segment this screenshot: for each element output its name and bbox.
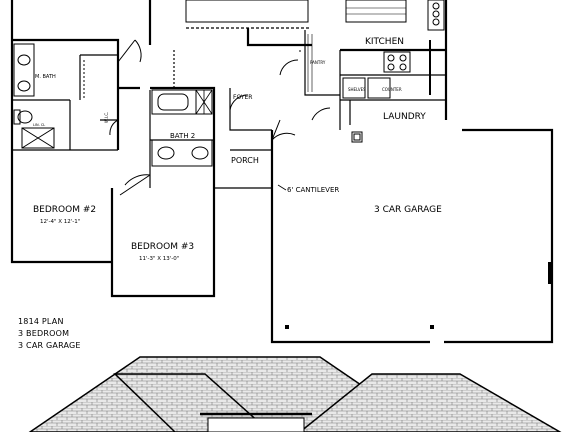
roof-gap bbox=[207, 417, 305, 432]
roof-right bbox=[298, 373, 562, 432]
mbath-label: M. BATH bbox=[35, 74, 56, 80]
bedroom2-size: 12'-4" X 12'-1" bbox=[40, 219, 80, 225]
bath2-label: BATH 2 bbox=[170, 132, 195, 140]
room-labels: KITCHEN PANTRY SHELVES COUNTER LAUNDRY F… bbox=[33, 37, 442, 262]
garage-posts bbox=[285, 262, 552, 329]
kitchen-label: KITCHEN bbox=[365, 37, 404, 47]
interior-walls bbox=[12, 27, 446, 189]
pantry-label: PANTRY bbox=[310, 60, 326, 65]
porch-label: PORCH bbox=[231, 156, 259, 165]
plan-note-2: 3 BEDROOM bbox=[18, 329, 69, 338]
bedroom3-name: BEDROOM #3 bbox=[131, 242, 194, 252]
counter-label: COUNTER bbox=[382, 87, 402, 92]
plan-notes: 1814 PLAN 3 BEDROOM 3 CAR GARAGE bbox=[18, 317, 81, 350]
shelves-label: SHELVES bbox=[348, 87, 366, 92]
cantilever-label: 6' CANTILEVER bbox=[287, 186, 339, 194]
linen-label: LIN. CL bbox=[33, 123, 45, 127]
bedroom3-size: 11'-3" X 13'-0" bbox=[139, 256, 179, 262]
roof-elevation bbox=[28, 356, 562, 432]
laundry-label: LAUNDRY bbox=[383, 112, 426, 122]
bedroom2-name: BEDROOM #2 bbox=[33, 205, 96, 215]
exterior-walls bbox=[10, 0, 554, 344]
foyer-label: FOYER bbox=[233, 94, 252, 101]
garage-label: 3 CAR GARAGE bbox=[374, 205, 442, 215]
wic-label: W.I.C. bbox=[104, 112, 109, 123]
fixtures bbox=[13, 0, 445, 167]
cantilever-leader bbox=[277, 184, 287, 191]
door-swings bbox=[109, 39, 331, 196]
plan-note-1: 1814 PLAN bbox=[18, 317, 64, 326]
plan-note-3: 3 CAR GARAGE bbox=[18, 341, 81, 350]
